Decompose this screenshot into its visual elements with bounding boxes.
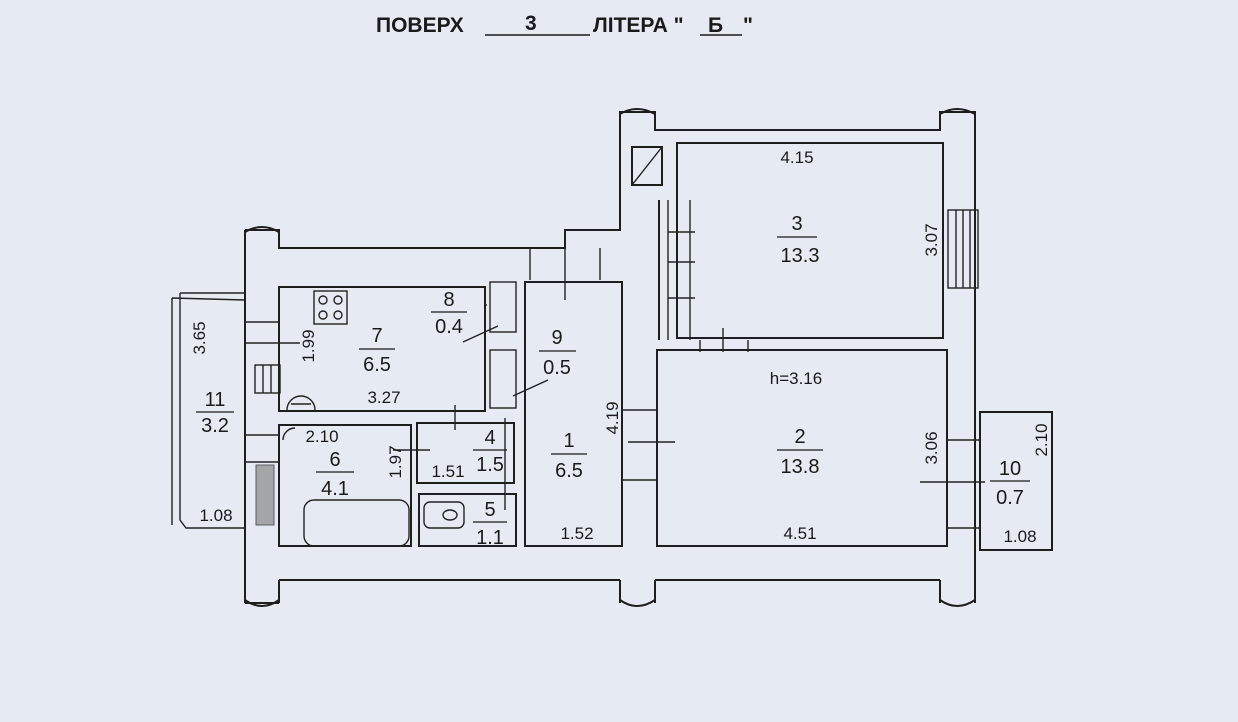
room-8: 8 0.4 <box>431 289 467 338</box>
dim-room-10-width: 1.08 <box>1003 527 1036 546</box>
room-3: 3 13.3 <box>777 213 819 267</box>
room-5-area: 1.1 <box>476 527 504 549</box>
dim-room-2-width: 4.51 <box>783 524 816 543</box>
dim-room-6-height: 1.97 <box>386 445 405 478</box>
room-9: 9 0.5 <box>539 327 576 379</box>
dim-room-2-height: 3.06 <box>922 431 941 464</box>
letter-label: ЛІТЕРА " <box>593 14 684 37</box>
dim-room-6-width: 2.10 <box>305 427 338 446</box>
dim-room-7-width: 3.27 <box>367 388 400 407</box>
room-1: 1 6.5 <box>551 430 587 482</box>
room-9-number: 9 <box>551 327 562 349</box>
room-11-number: 11 <box>205 389 226 411</box>
room-7-area: 6.5 <box>363 354 391 376</box>
dimensions: 4.15 3.07 h=3.16 4.51 3.06 1.08 2.10 1.5… <box>190 148 1051 546</box>
ceiling-height: h=3.16 <box>770 369 822 388</box>
room-1-area: 6.5 <box>555 460 583 482</box>
room-2-number: 2 <box>794 426 805 448</box>
dim-room-7-height: 1.99 <box>299 329 318 362</box>
room-8-number: 8 <box>443 289 454 311</box>
room-10-area: 0.7 <box>996 487 1024 509</box>
room-7: 7 6.5 <box>359 325 395 376</box>
room-4-area: 1.5 <box>476 454 504 476</box>
room-4-number: 4 <box>484 427 495 449</box>
dim-room-1-height: 4.19 <box>603 401 622 434</box>
room-9-area: 0.5 <box>543 357 571 379</box>
room-5: 5 1.1 <box>473 499 507 549</box>
room-6: 6 4.1 <box>316 449 354 500</box>
room-6-area: 4.1 <box>321 478 349 500</box>
plan-header: ПОВЕРХ 3 ЛІТЕРА " Б " <box>376 12 753 37</box>
letter-close-quote: " <box>743 14 753 37</box>
room-3-number: 3 <box>791 213 802 235</box>
room-11-area: 3.2 <box>201 415 229 437</box>
room-3-area: 13.3 <box>781 245 820 267</box>
dim-room-3-width: 4.15 <box>780 148 813 167</box>
room-2-area: 13.8 <box>781 456 820 478</box>
dim-room-11-width: 1.08 <box>199 506 232 525</box>
room-7-number: 7 <box>371 325 382 347</box>
room-10-number: 10 <box>999 458 1021 480</box>
room-8-area: 0.4 <box>435 316 463 338</box>
room-4: 4 1.5 <box>473 427 507 476</box>
dim-room-4-width: 1.51 <box>431 462 464 481</box>
room-1-number: 1 <box>563 430 574 452</box>
dim-room-11-height: 3.65 <box>190 321 209 354</box>
walls <box>171 108 1053 607</box>
room-10: 10 0.7 <box>990 458 1030 509</box>
dim-room-10-height: 2.10 <box>1032 423 1051 456</box>
room-11: 11 3.2 <box>196 389 234 437</box>
dim-room-1-width: 1.52 <box>560 524 593 543</box>
room-2: 2 13.8 <box>777 426 823 478</box>
floor-number: 3 <box>525 12 537 35</box>
letter-value: Б <box>708 14 723 37</box>
dim-room-3-height: 3.07 <box>922 223 941 256</box>
floor-label: ПОВЕРХ <box>376 14 464 37</box>
room-5-number: 5 <box>484 499 495 521</box>
room-6-number: 6 <box>329 449 340 471</box>
